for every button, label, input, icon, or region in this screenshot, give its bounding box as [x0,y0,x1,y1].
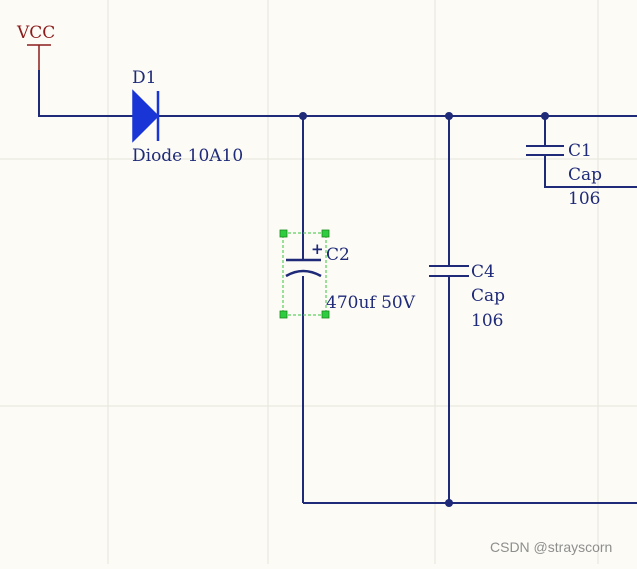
junction-dot [541,112,549,120]
junction-dot [445,499,453,507]
junction-dot [299,112,307,120]
c1-value: 106 [568,189,600,209]
wire-c1-lower[interactable] [544,155,637,188]
d1-comment: Diode 10A10 [132,146,243,166]
capacitor-c2[interactable]: + C2 470uf 50V [279,229,416,319]
c2-curved-plate [285,269,322,278]
c2-polarity-mark: + [311,240,324,258]
c4-value: 106 [471,311,503,331]
selection-handle[interactable] [279,310,288,319]
junction-dot [445,112,453,120]
c2-comment: 470uf 50V [326,293,416,313]
c2-designator: C2 [326,245,350,265]
capacitor-c4[interactable]: C4 Cap 106 [429,262,505,331]
selection-handle[interactable] [279,229,288,238]
c1-comment: Cap [568,165,602,185]
junctions [299,112,549,507]
c4-comment: Cap [471,286,505,306]
c4-designator: C4 [471,262,495,282]
watermark: CSDN @strayscorn [490,539,612,555]
c2-selection-box [282,232,327,316]
diode-symbol-icon [132,89,160,143]
selection-handle[interactable] [321,229,330,238]
wire-vcc-to-diode[interactable] [38,70,133,117]
vcc-power-port[interactable]: VCC [16,23,55,70]
vcc-label: VCC [16,23,55,43]
d1-designator: D1 [132,68,156,88]
diode-d1[interactable]: D1 Diode 10A10 [132,68,243,166]
wires [38,70,637,504]
selection-handle[interactable] [321,310,330,319]
c1-designator: C1 [568,141,592,161]
capacitor-c1[interactable]: C1 Cap 106 [526,141,602,209]
